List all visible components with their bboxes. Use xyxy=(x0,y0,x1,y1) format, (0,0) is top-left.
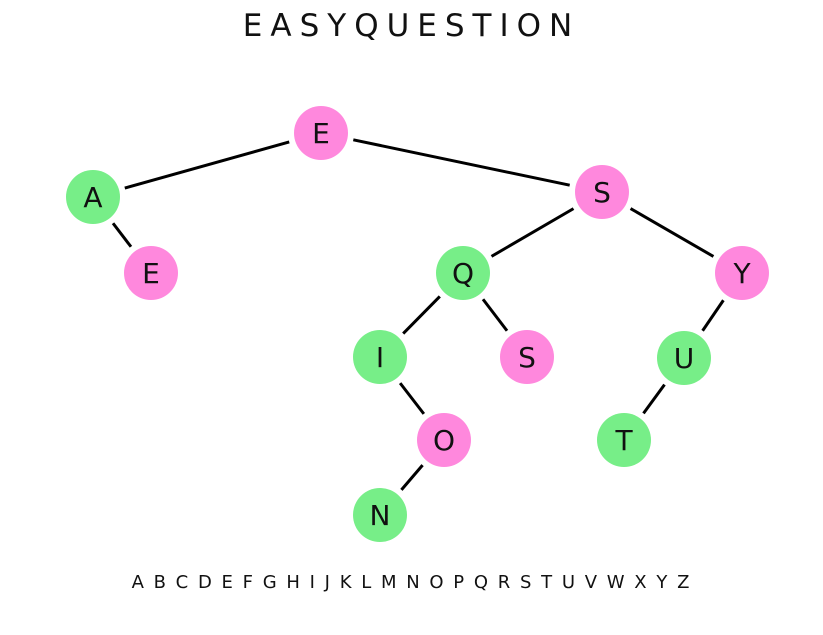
node-label: N xyxy=(370,499,391,532)
node-circle xyxy=(597,413,651,467)
tree-edge-n-s-1-n-q xyxy=(490,207,575,258)
node-label: O xyxy=(433,424,455,457)
node-circle xyxy=(294,106,348,160)
node-label: I xyxy=(376,341,384,374)
tree-node-t: T xyxy=(597,413,651,467)
node-label: Y xyxy=(732,257,751,290)
tree-edge-n-i-n-o xyxy=(398,382,426,415)
tree-edges xyxy=(111,138,725,491)
node-circle xyxy=(436,246,490,300)
node-circle xyxy=(657,331,711,385)
tree-node-a: A xyxy=(66,170,120,224)
tree-edge-n-a-n-e-2 xyxy=(111,222,133,248)
node-label: Q xyxy=(452,257,474,290)
tree-node-u: U xyxy=(657,331,711,385)
tree-node-s-1: S xyxy=(575,165,629,219)
node-label: A xyxy=(83,181,102,214)
tree-edge-n-q-n-s-2 xyxy=(481,298,509,332)
tree-edge-n-s-1-n-y xyxy=(629,207,715,258)
node-label: U xyxy=(674,342,695,375)
tree-edge-n-o-n-n xyxy=(400,464,424,491)
tree-node-n: N xyxy=(353,488,407,542)
tree-edge-n-e-root-n-a xyxy=(124,140,290,190)
node-label: E xyxy=(142,257,160,290)
tree-node-o: O xyxy=(417,413,471,467)
node-circle xyxy=(575,165,629,219)
node-label: T xyxy=(614,424,633,457)
tree-node-y: Y xyxy=(715,246,769,300)
node-circle xyxy=(417,413,471,467)
node-circle xyxy=(124,246,178,300)
node-label: S xyxy=(518,341,536,374)
tree-edge-n-y-n-u xyxy=(701,299,725,332)
tree-edge-n-e-root-n-s-1 xyxy=(352,138,571,187)
node-circle xyxy=(500,330,554,384)
diagram-title: EASYQUESTION xyxy=(242,8,581,44)
tree-node-s-2: S xyxy=(500,330,554,384)
node-circle xyxy=(353,330,407,384)
tree-node-e-root: E xyxy=(294,106,348,160)
tree-node-q: Q xyxy=(436,246,490,300)
tree-edge-n-u-n-t xyxy=(642,383,666,415)
node-circle xyxy=(66,170,120,224)
node-label: E xyxy=(312,117,330,150)
node-label: S xyxy=(593,176,611,209)
node-circle xyxy=(353,488,407,542)
tree-node-e-2: E xyxy=(124,246,178,300)
node-circle xyxy=(715,246,769,300)
tree-edge-n-q-n-i xyxy=(402,295,441,335)
alphabet-legend: A B C D E F G H I J K L M N O P Q R S T … xyxy=(131,572,692,593)
tree-nodes: E A E S Q Y I S U O T N xyxy=(66,106,769,542)
tree-node-i: I xyxy=(353,330,407,384)
